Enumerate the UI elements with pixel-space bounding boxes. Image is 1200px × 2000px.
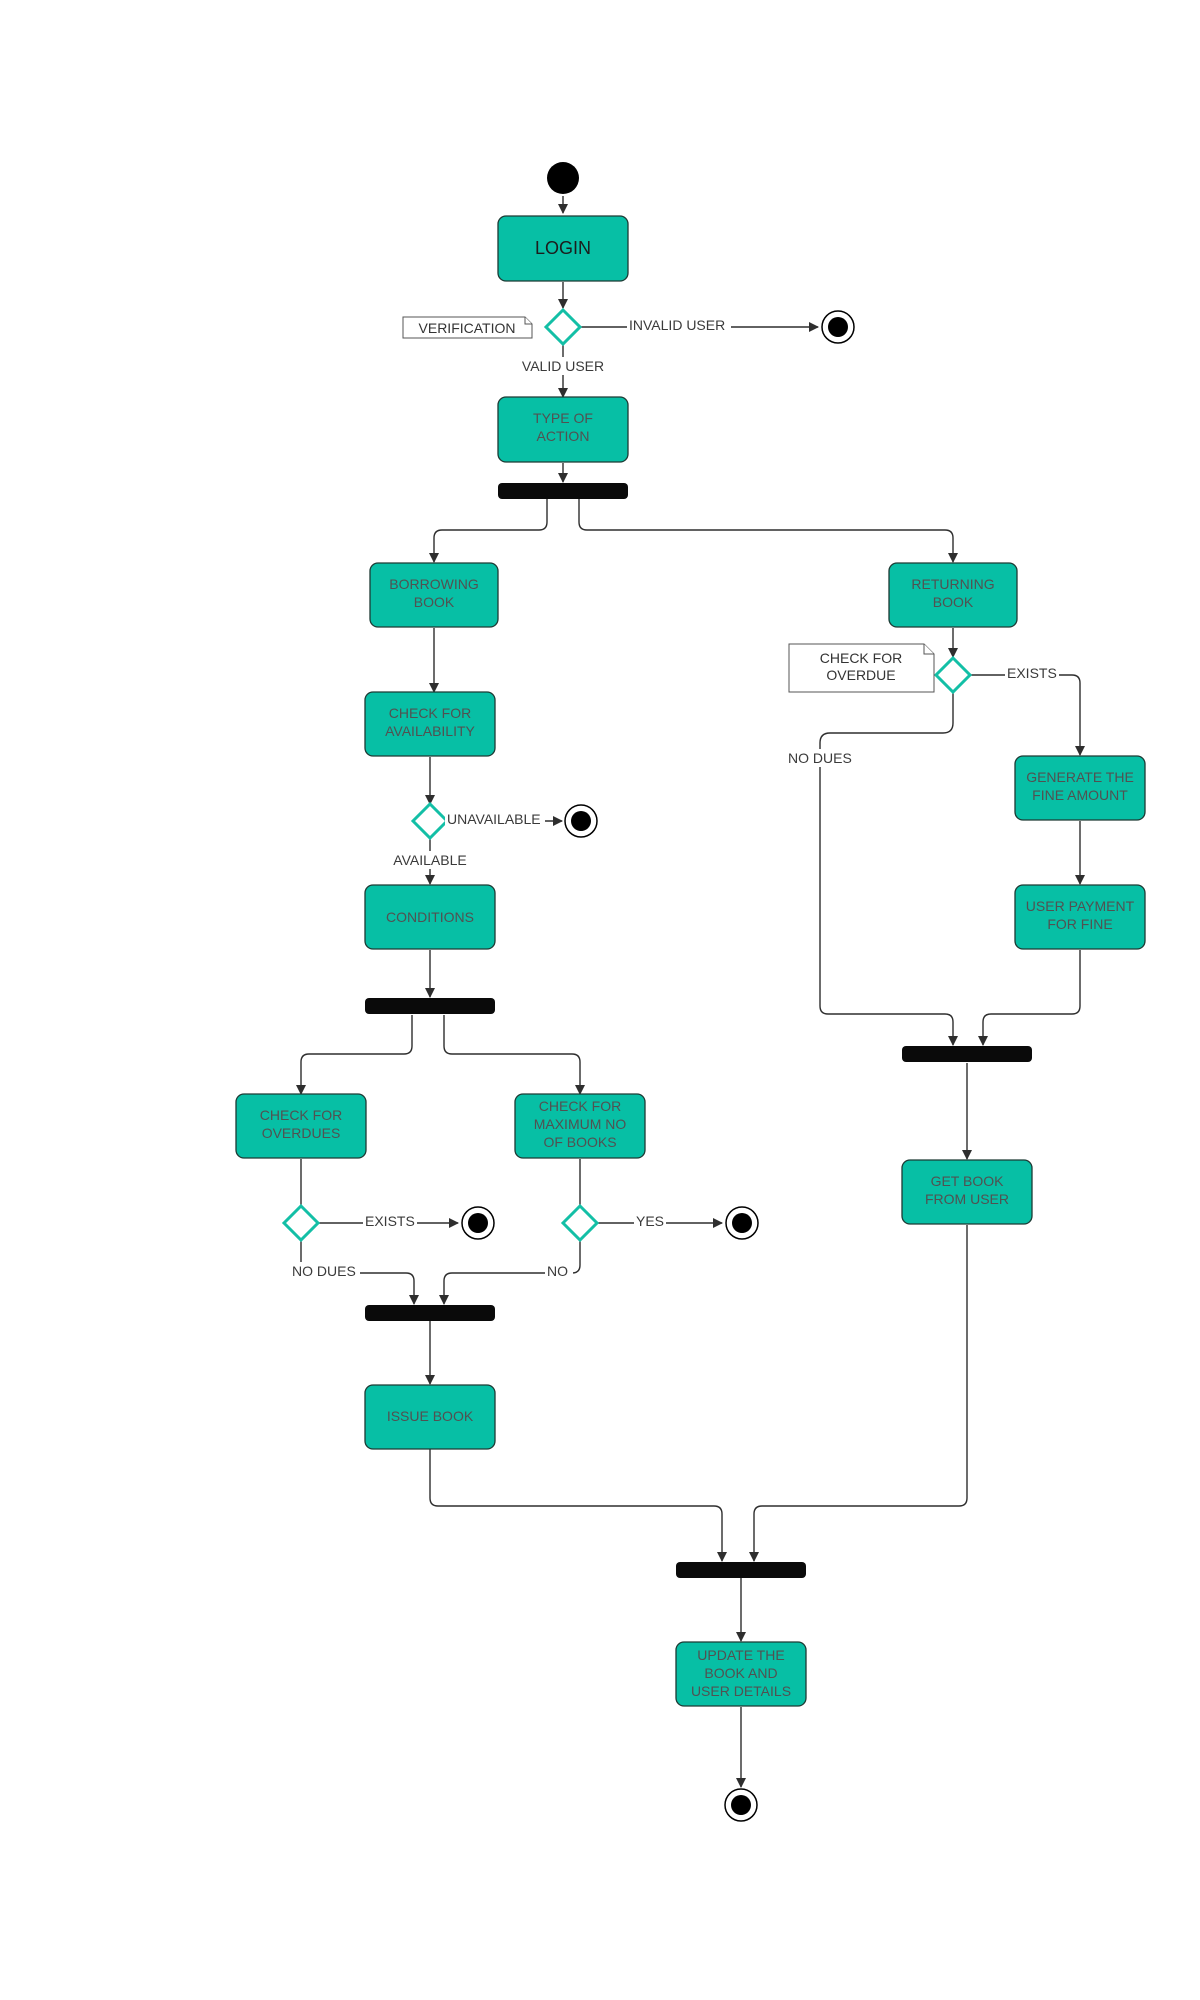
activity-check-overdues-line-1: CHECK FOR	[260, 1107, 342, 1123]
join-bar-final	[676, 1562, 806, 1578]
edge-fork-borrowing	[429, 499, 548, 563]
final-node-unavailable	[564, 804, 598, 838]
activity-returning-book: RETURNING BOOK	[888, 562, 1018, 628]
activity-user-payment: USER PAYMENT FOR FINE	[1014, 884, 1146, 950]
activity-update-details-line-2: BOOK AND	[704, 1665, 777, 1681]
activity-check-overdues: CHECK FOR OVERDUES	[235, 1093, 367, 1159]
edge-fork-maxbooks	[443, 1015, 585, 1095]
activity-borrowing-book-line-1: BORROWING	[389, 576, 478, 592]
note-verification-text: VERIFICATION	[419, 320, 516, 336]
guard-no: NO	[547, 1263, 568, 1279]
activity-returning-book-line-1: RETURNING	[911, 576, 994, 592]
final-node-invalid	[821, 310, 855, 344]
edge-overdue-exists-return	[971, 674, 1085, 756]
activity-generate-fine-line-2: FINE AMOUNT	[1032, 787, 1128, 803]
activity-get-book: GET BOOK FROM USER	[901, 1159, 1033, 1225]
activity-issue-book: ISSUE BOOK	[364, 1384, 496, 1450]
activity-update-details-line-3: USER DETAILS	[691, 1683, 791, 1699]
guard-invalid-user: INVALID USER	[629, 317, 725, 333]
activity-user-payment-line-1: USER PAYMENT	[1026, 898, 1135, 914]
guard-no-dues-return: NO DUES	[788, 750, 852, 766]
note-verification: VERIFICATION	[402, 316, 533, 339]
decision-max-books	[560, 1203, 600, 1243]
activity-type-of-action-line-2: ACTION	[537, 428, 590, 444]
activity-returning-book-line-2: BOOK	[933, 594, 974, 610]
join-bar-return	[902, 1046, 1032, 1062]
activity-login-label: LOGIN	[535, 238, 591, 258]
activity-check-max-books-line-2: MAXIMUM NO	[534, 1116, 627, 1132]
fork-bar-conditions	[365, 998, 495, 1014]
activity-generate-fine-line-1: GENERATE THE	[1026, 769, 1134, 785]
activity-get-book-line-2: FROM USER	[925, 1191, 1009, 1207]
edge-payment-join	[978, 950, 1081, 1046]
activity-generate-fine: GENERATE THE FINE AMOUNT	[1014, 755, 1146, 821]
edges	[296, 196, 1085, 1788]
decision-verification	[543, 307, 583, 347]
activity-type-of-action-line-1: TYPE OF	[533, 410, 593, 426]
activity-conditions-label: CONDITIONS	[386, 909, 474, 925]
guard-no-dues-borrow: NO DUES	[292, 1263, 356, 1279]
decision-availability	[410, 801, 450, 841]
activity-type-of-action: TYPE OF ACTION	[497, 396, 629, 463]
guard-exists-return: EXISTS	[1007, 665, 1057, 681]
note-check-overdue: CHECK FOR OVERDUE	[788, 643, 935, 693]
activity-check-availability: CHECK FOR AVAILABILITY	[364, 691, 496, 757]
note-check-overdue-line-2: OVERDUE	[826, 667, 895, 683]
note-check-overdue-line-1: CHECK FOR	[820, 650, 902, 666]
activity-check-max-books: CHECK FOR MAXIMUM NO OF BOOKS	[514, 1093, 646, 1159]
edge-issue-final-join	[429, 1449, 727, 1562]
guard-unavailable: UNAVAILABLE	[447, 811, 541, 827]
edge-getbook-final-join	[749, 1225, 968, 1562]
final-node-max-yes	[725, 1206, 759, 1240]
activity-conditions: CONDITIONS	[364, 884, 496, 950]
activity-borrowing-book: BORROWING BOOK	[369, 562, 499, 628]
activity-login: LOGIN	[497, 215, 629, 282]
final-node-overdue-exists	[461, 1206, 495, 1240]
activity-get-book-line-1: GET BOOK	[931, 1173, 1005, 1189]
guard-exists-borrow: EXISTS	[365, 1213, 415, 1229]
activity-update-details-line-1: UPDATE THE	[697, 1647, 784, 1663]
edge-no-dues-return	[819, 693, 958, 1046]
edge-fork-returning	[578, 499, 958, 563]
initial-node	[547, 162, 579, 194]
activity-update-details: UPDATE THE BOOK AND USER DETAILS	[675, 1641, 807, 1707]
decision-overdue-return	[933, 655, 973, 695]
activity-borrowing-book-line-2: BOOK	[414, 594, 455, 610]
activity-user-payment-line-2: FOR FINE	[1047, 916, 1112, 932]
guard-yes: YES	[636, 1213, 664, 1229]
fork-bar-action	[498, 483, 628, 499]
activity-check-max-books-line-3: OF BOOKS	[543, 1134, 616, 1150]
edge-fork-overdues	[296, 1015, 413, 1095]
activity-check-availability-line-1: CHECK FOR	[389, 705, 471, 721]
activity-check-overdues-line-2: OVERDUES	[262, 1125, 341, 1141]
activity-check-max-books-line-1: CHECK FOR	[539, 1098, 621, 1114]
guard-available: AVAILABLE	[393, 852, 466, 868]
activity-issue-book-label: ISSUE BOOK	[387, 1408, 474, 1424]
guard-valid-user: VALID USER	[522, 358, 604, 374]
activity-check-availability-line-2: AVAILABILITY	[385, 723, 475, 739]
decision-overdues	[281, 1203, 321, 1243]
edge-max-no	[439, 1241, 581, 1305]
join-bar-borrow	[365, 1305, 495, 1321]
final-node-end	[724, 1788, 758, 1822]
